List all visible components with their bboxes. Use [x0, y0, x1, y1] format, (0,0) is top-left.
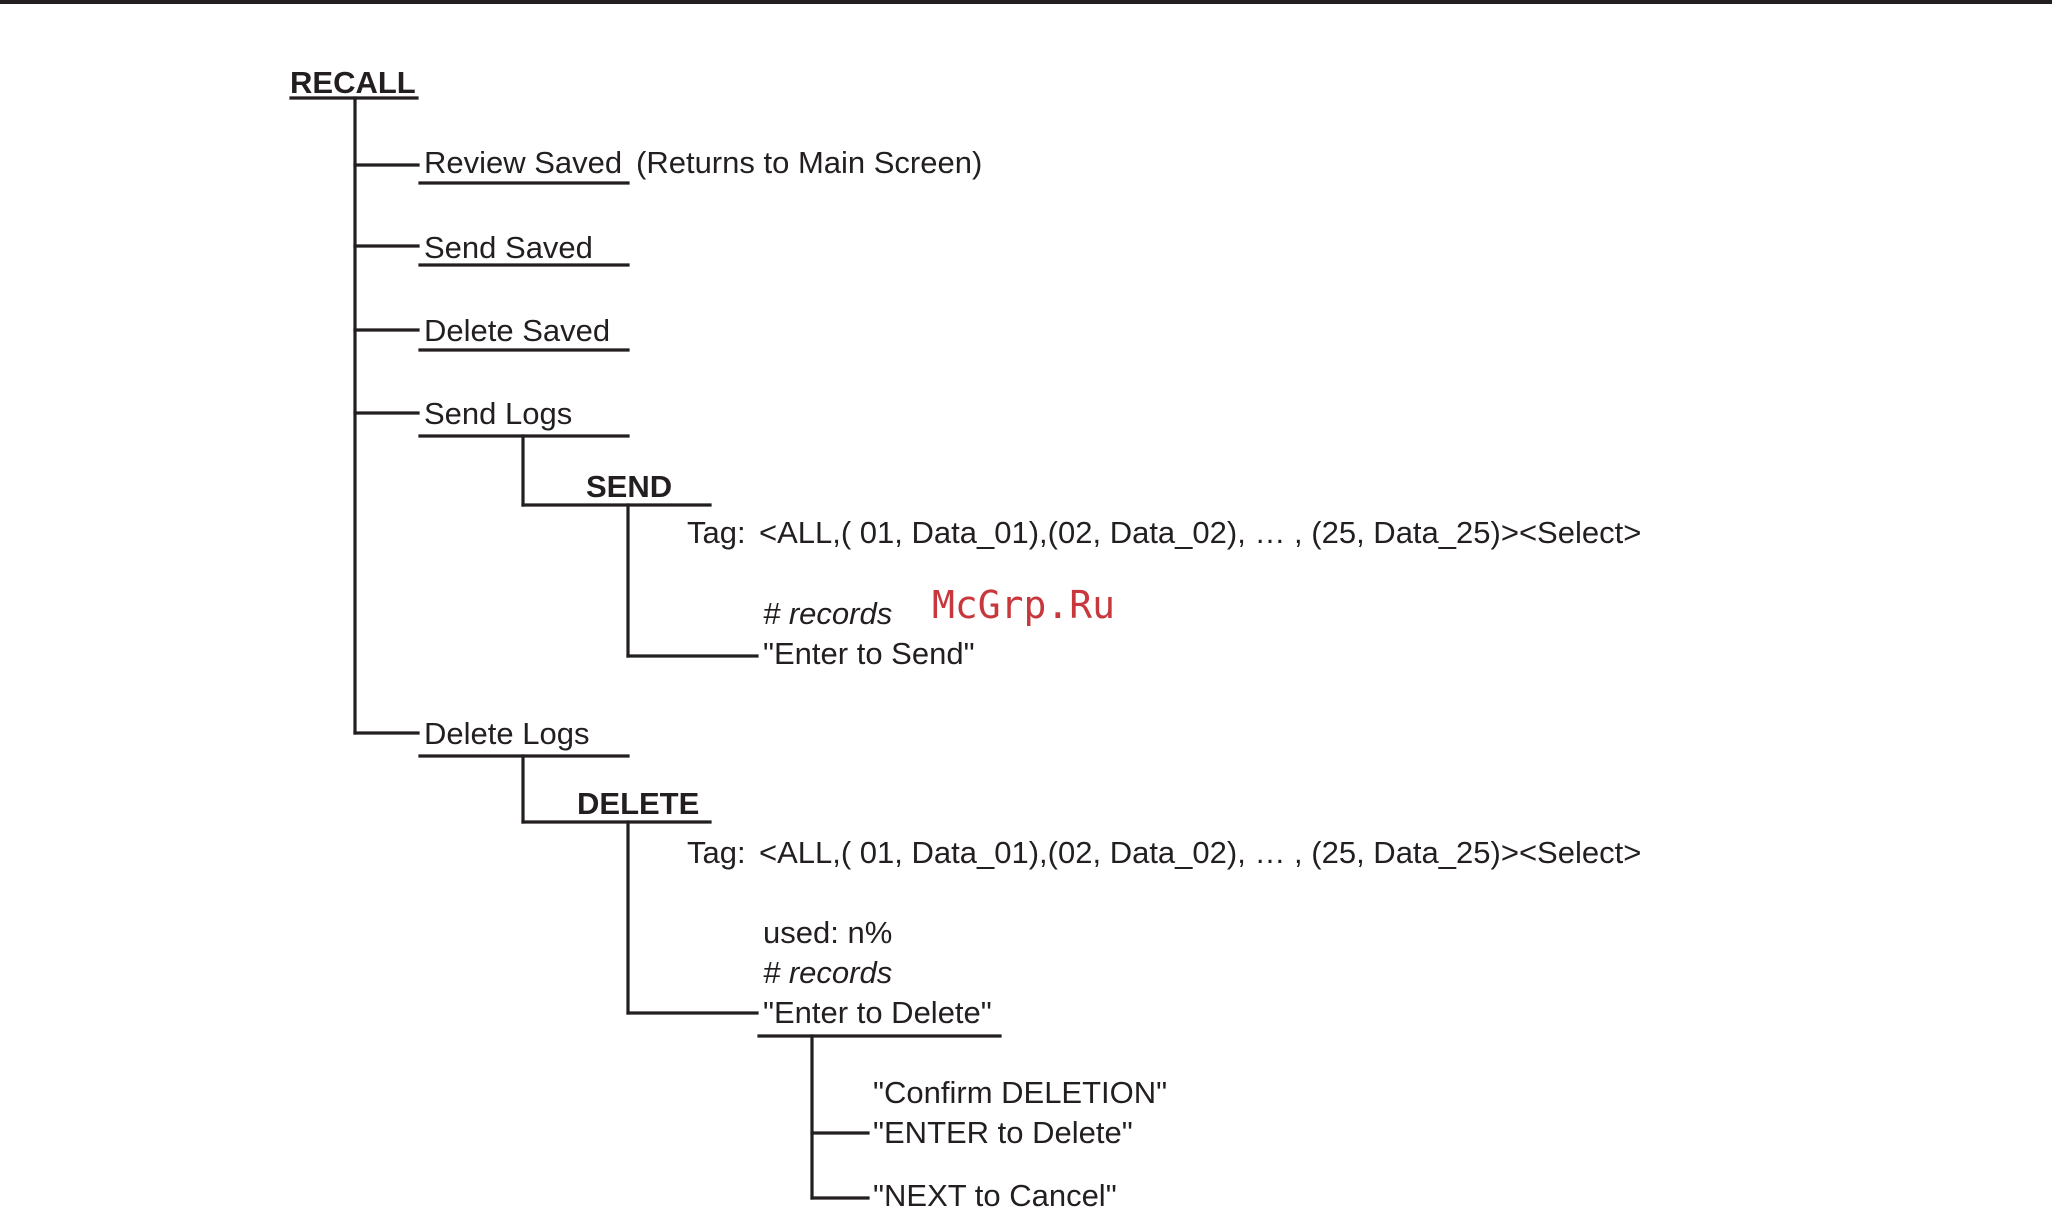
review-saved-note: (Returns to Main Screen) [636, 145, 982, 180]
menu-item-send-logs: Send Logs [424, 396, 572, 431]
send-records-count: # records [763, 596, 892, 631]
delete-prompt: "Enter to Delete" [763, 995, 992, 1030]
delete-screen-title: DELETE [577, 786, 699, 821]
send-prompt: "Enter to Send" [763, 636, 975, 671]
send-tag-options: <ALL,( 01, Data_01),(02, Data_02), … , (… [759, 515, 1641, 550]
tree-connectors [289, 96, 1002, 1200]
confirm-line-next-to-cancel: "NEXT to Cancel" [873, 1178, 1117, 1209]
confirm-line-confirm-deletion: "Confirm DELETION" [873, 1075, 1167, 1110]
send-screen-title: SEND [586, 469, 672, 504]
menu-item-delete-logs: Delete Logs [424, 716, 589, 751]
watermark-logo: McGrp.Ru [932, 583, 1115, 627]
delete-records-count: # records [763, 955, 892, 990]
recall-title: RECALL [290, 65, 416, 100]
confirm-line-enter-to-delete: "ENTER to Delete" [873, 1115, 1133, 1150]
delete-tag-options: <ALL,( 01, Data_01),(02, Data_02), … , (… [759, 835, 1641, 870]
menu-item-review-saved: Review Saved [424, 145, 622, 180]
menu-item-delete-saved: Delete Saved [424, 313, 610, 348]
delete-tag-label: Tag: [687, 835, 746, 870]
send-tag-label: Tag: [687, 515, 746, 550]
delete-used-percent: used: n% [763, 915, 892, 950]
menu-item-send-saved: Send Saved [424, 230, 593, 265]
